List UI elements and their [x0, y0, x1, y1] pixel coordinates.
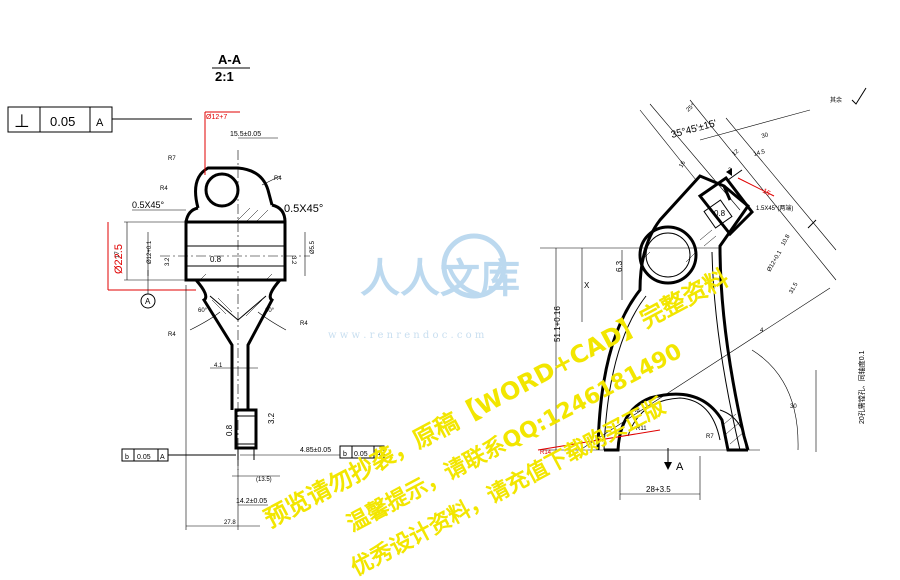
section-name: A-A	[218, 52, 242, 67]
dim-51-1: 51.1+0.16	[553, 306, 562, 342]
dim-r5: R4	[300, 321, 308, 327]
fcf-bottom-2-tol: 0.05	[354, 451, 368, 458]
dim-4: 4	[760, 328, 764, 334]
dim-angle-main: 35°45'±15'	[670, 118, 718, 141]
fcf-bottom-2-sym: b	[343, 451, 347, 458]
feature-control-frame: ⊥ 0.05 A	[7, 106, 192, 133]
dim-r30: 30	[790, 404, 797, 410]
fcf-tolerance: 0.05	[50, 114, 75, 129]
dim-length-2: 27.8	[224, 520, 236, 526]
fcf-bottom-1-sym: b	[125, 454, 129, 461]
dim-angle-25: 25°	[685, 103, 696, 114]
dim-chamfer-right: 0.5X45°	[284, 203, 323, 215]
dim-stem-width: 4.1	[214, 363, 223, 369]
roughness-4: 0.8	[225, 424, 234, 436]
dim-16: 16	[679, 160, 688, 169]
dim-r2: R4	[160, 186, 168, 192]
dim-r8: R8	[632, 408, 640, 414]
dim-ref: (13.5)	[256, 477, 272, 483]
dim-position: 15.5±0.05	[230, 131, 261, 138]
dim-r11: R11	[636, 426, 647, 432]
dim-6-3: 6.3	[615, 260, 624, 272]
section-label: A-A 2:1	[212, 52, 250, 84]
watermark: 人人文库 w w w . r e n r e n d o c . c o m 预…	[260, 233, 733, 580]
note-top-right: 其余	[830, 96, 842, 104]
section-scale: 2:1	[215, 69, 234, 84]
dim-10-8: 10.8	[781, 233, 792, 247]
dim-r1: R7	[168, 156, 176, 162]
fcf-bottom-1-datum: A	[160, 454, 165, 461]
dim-28: 28+3.5	[646, 485, 671, 494]
dim-angle-left: 60°	[198, 308, 208, 314]
watermark-url: w w w . r e n r e n d o c . c o m	[328, 330, 485, 341]
fcf-bottom-2-datum: A	[376, 451, 381, 458]
fcf-datum: A	[96, 117, 104, 129]
roughness-3: 3.2	[290, 256, 296, 265]
view-arrow-a: A	[676, 461, 684, 473]
left-section-view: Ø12+7 15.5±0.05 R7 R4 R4 0.5X45° 0.5X45°…	[107, 111, 323, 470]
dim-height: 17	[115, 251, 121, 258]
dim-dia: Ø5.5	[310, 240, 316, 254]
dim-length-1: 14.2±0.05	[236, 498, 267, 505]
dim-14-5: 14.5	[753, 149, 766, 158]
body-hatching	[199, 207, 273, 281]
dim-chamfer-left: 0.5X45°	[132, 200, 165, 210]
watermark-logo: 人人文库	[360, 256, 520, 302]
dim-hole-diameter: Ø12+7	[206, 114, 227, 121]
note-right: 20孔需镗孔、同轴度0.1	[857, 350, 866, 424]
dim-r14: R14	[540, 450, 552, 456]
dim-bore: Ø12+0.1	[147, 240, 153, 264]
dim-bore-right: Ø12+0.1	[767, 249, 784, 273]
dim-r4: R4	[168, 332, 176, 338]
dim-2: 2	[728, 168, 732, 174]
dim-30: 30	[761, 132, 770, 140]
dim-outer-dia: Ø22.5	[113, 244, 125, 274]
dim-r3: R4	[274, 176, 282, 182]
dim-31-5: 31.5	[789, 281, 800, 295]
dim-x: X	[584, 281, 590, 290]
roughness-1: 3.2	[165, 257, 171, 266]
dim-12: 12	[731, 148, 740, 157]
dim-chamfer-both: 1.5X45°(两端)	[756, 204, 793, 212]
roughness-right-1: 0.8	[714, 209, 726, 218]
roughness-2: 0.8	[210, 255, 222, 264]
dim-angle-right: 60°	[265, 308, 275, 314]
dim-r7: R7	[706, 434, 714, 440]
roughness-5: 3.2	[267, 412, 276, 424]
dim-offset: 4.85±0.05	[300, 447, 331, 454]
logo-circle-icon	[441, 233, 507, 299]
dim-15: 15	[761, 188, 771, 198]
fcf-bottom-1-tol: 0.05	[137, 454, 151, 461]
perpendicularity-icon: ⊥	[14, 111, 30, 131]
datum-label: A	[145, 297, 151, 306]
left-bottom-dims: b 0.05 A 4.85±0.05 b 0.05 A (13.5) 14.2±…	[121, 285, 385, 530]
